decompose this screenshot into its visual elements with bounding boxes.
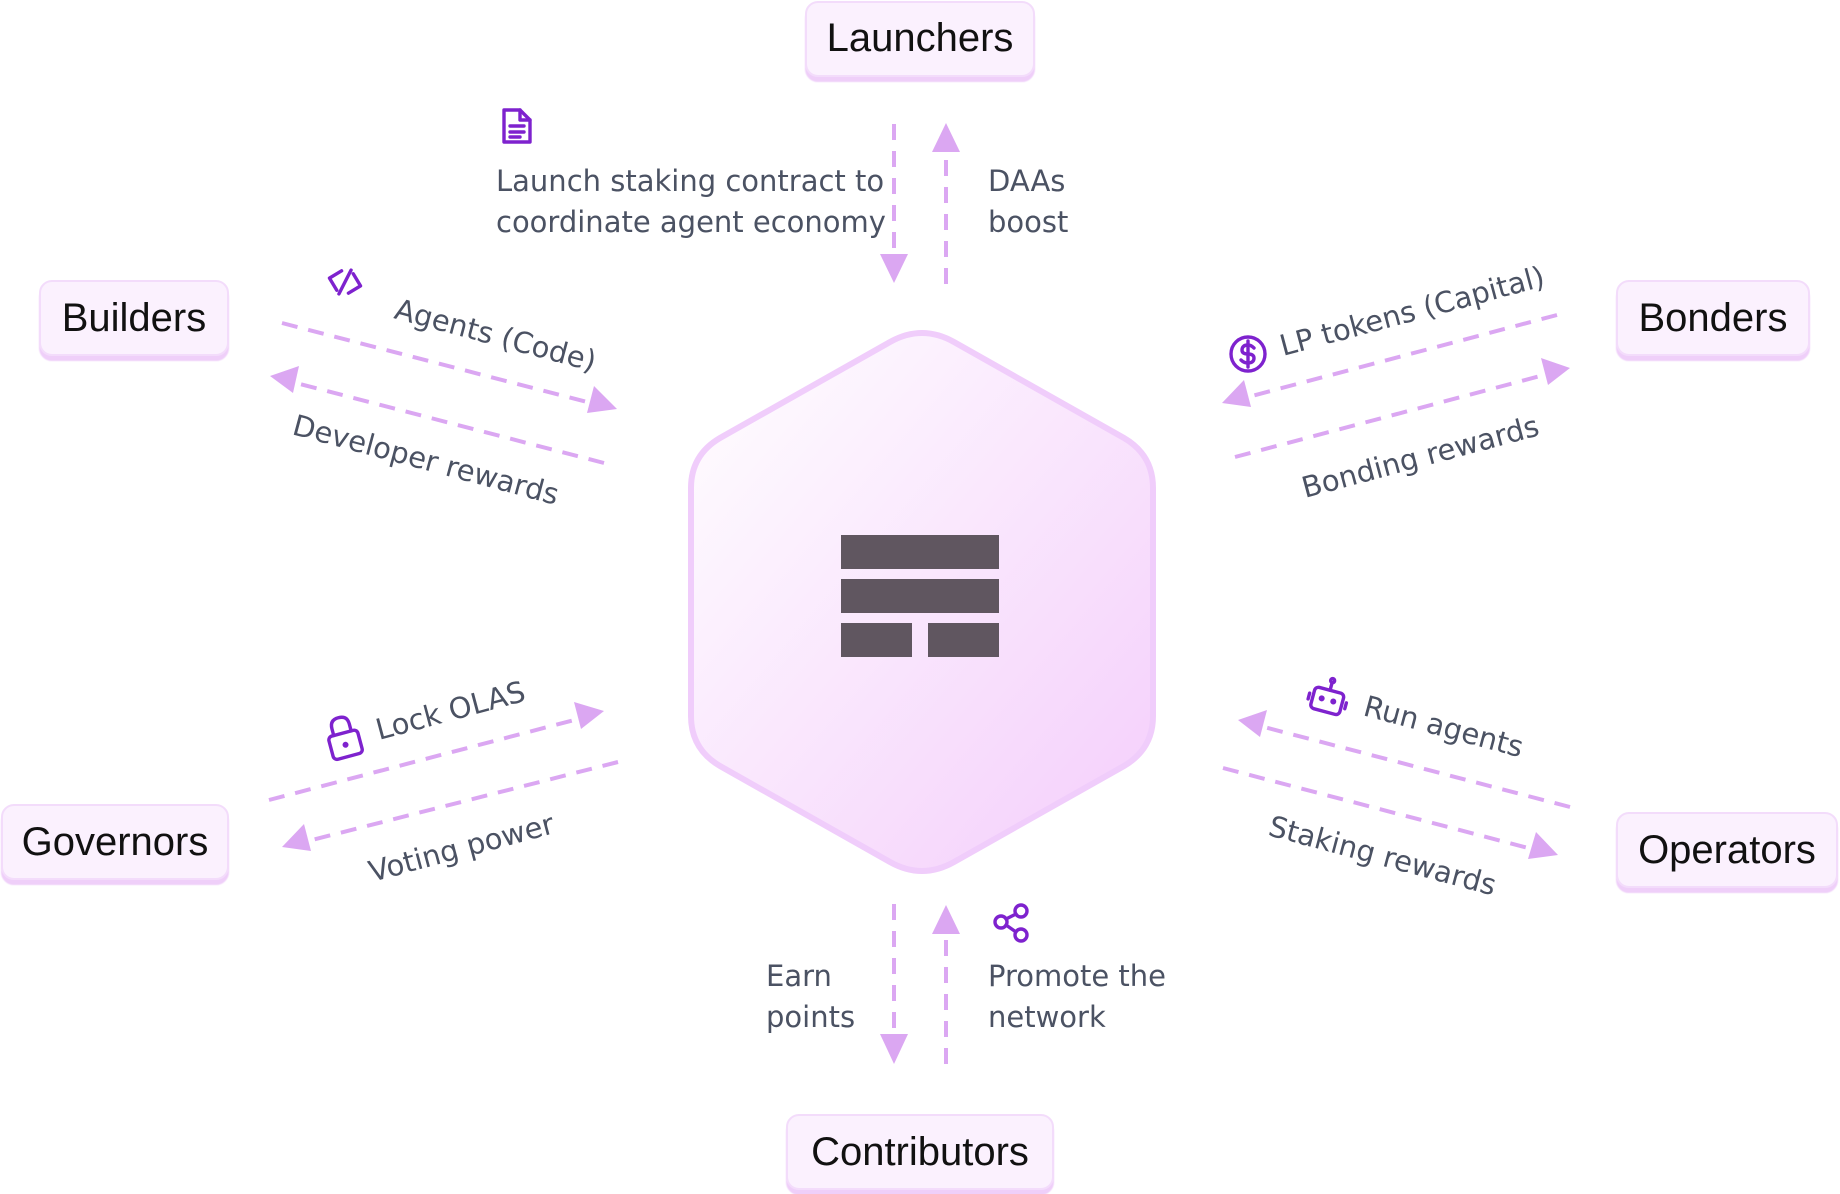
node-governors: Governors xyxy=(1,804,229,880)
label-lock-olas: Lock OLAS xyxy=(372,674,529,747)
flow-builders-in xyxy=(281,321,617,413)
label-bonding-rewards: Bonding rewards xyxy=(1298,409,1543,505)
label-earn-points-line1: Earn xyxy=(766,959,832,993)
label-staking-rewards: Staking rewards xyxy=(1265,809,1500,902)
flow-launchers-up xyxy=(932,123,960,284)
node-contributors: Contributors xyxy=(786,1114,1054,1190)
node-operators: Operators xyxy=(1616,812,1838,888)
flow-builders-out xyxy=(270,366,605,465)
flow-governors-out xyxy=(282,760,619,851)
label-launch-contract-line1: Launch staking contract to xyxy=(496,164,884,198)
node-bonders: Bonders xyxy=(1616,280,1810,356)
node-label-launchers: Launchers xyxy=(827,16,1014,60)
flow-contributors-down xyxy=(880,904,908,1064)
node-label-builders: Builders xyxy=(62,296,207,340)
share-icon xyxy=(993,903,1029,943)
flow-bonders-out xyxy=(1234,358,1570,459)
flow-operators-out xyxy=(1222,766,1558,859)
flow-contributors-up xyxy=(932,905,960,1064)
label-daas-line1: DAAs xyxy=(988,164,1065,198)
label-daas-line2: boost xyxy=(988,205,1068,239)
node-label-operators: Operators xyxy=(1638,828,1816,872)
node-label-governors: Governors xyxy=(22,820,209,864)
flow-bonders-in xyxy=(1222,313,1558,407)
olas-logo xyxy=(841,535,999,657)
label-agents-code: Agents (Code) xyxy=(391,292,600,378)
label-developer-rewards: Developer rewards xyxy=(289,408,562,512)
robot-icon xyxy=(1306,676,1349,717)
flow-governors-in xyxy=(268,702,604,802)
node-launchers: Launchers xyxy=(805,1,1035,77)
label-launch-contract-line2: coordinate agent economy xyxy=(496,205,886,239)
node-label-contributors: Contributors xyxy=(811,1130,1029,1174)
label-earn-points-line2: points xyxy=(766,1000,855,1034)
code-icon xyxy=(327,268,363,296)
label-promote-line2: network xyxy=(988,1000,1106,1034)
node-label-bonders: Bonders xyxy=(1639,296,1788,340)
node-builders: Builders xyxy=(39,280,229,356)
label-run-agents: Run agents xyxy=(1360,689,1527,764)
document-icon xyxy=(502,108,532,144)
center-hub xyxy=(688,330,1156,874)
dollar-coin-icon xyxy=(1229,335,1267,373)
flow-launchers-down xyxy=(880,124,908,283)
flow-operators-in xyxy=(1238,710,1571,809)
label-lp-tokens: LP tokens (Capital) xyxy=(1276,259,1548,362)
lock-icon xyxy=(327,715,364,762)
label-promote-line1: Promote the xyxy=(988,959,1166,993)
